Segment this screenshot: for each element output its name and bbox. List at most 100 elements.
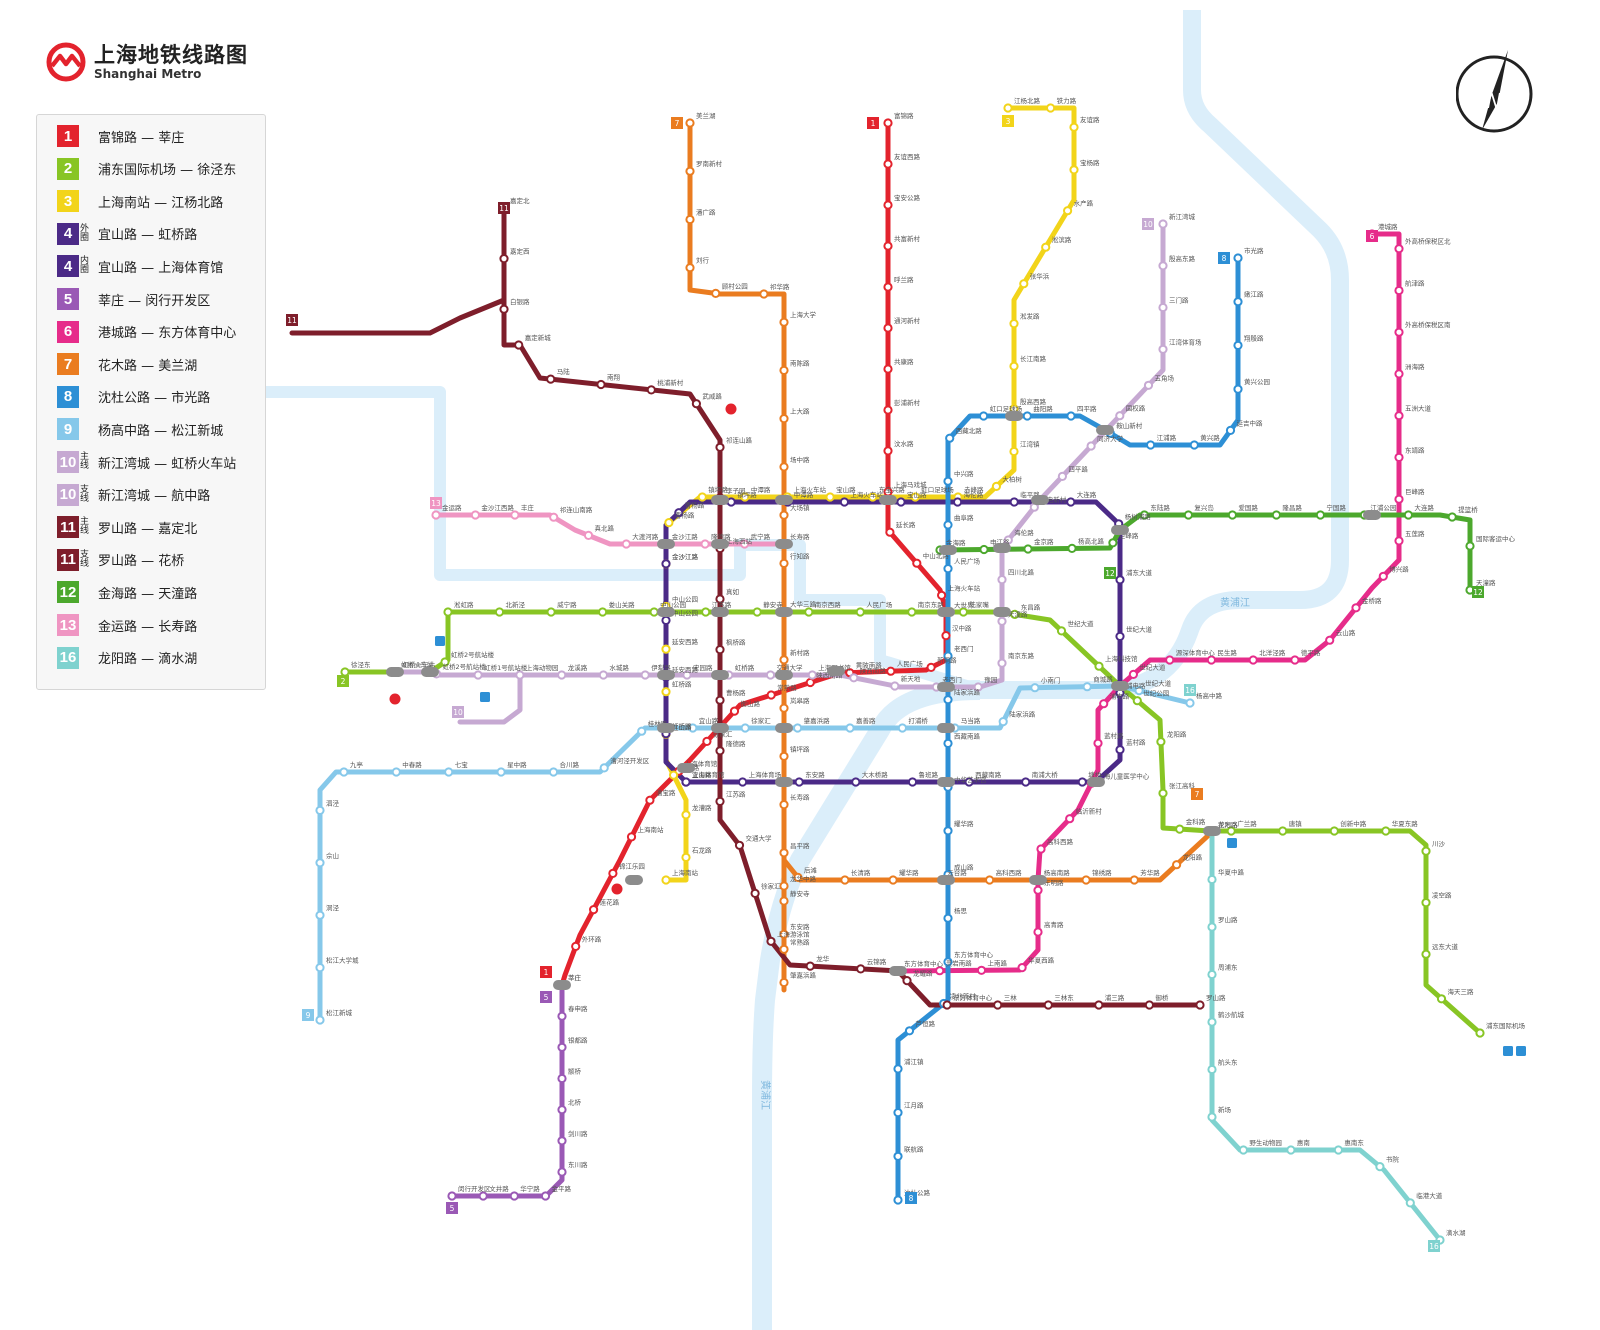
station-marker[interactable] <box>943 738 953 749</box>
station-marker[interactable] <box>583 530 594 541</box>
interchange-station-icon[interactable] <box>657 539 675 549</box>
station-marker[interactable] <box>779 655 789 665</box>
station-marker[interactable] <box>1009 361 1019 371</box>
station-marker[interactable] <box>979 411 989 421</box>
station-marker[interactable] <box>340 667 350 677</box>
station-marker[interactable] <box>1108 538 1118 548</box>
station-marker[interactable] <box>546 374 556 384</box>
station-marker[interactable] <box>315 858 325 868</box>
interchange-station-icon[interactable] <box>879 495 897 505</box>
station-marker[interactable] <box>1115 411 1125 421</box>
station-marker[interactable] <box>973 682 983 692</box>
station-marker[interactable] <box>840 875 850 885</box>
station-marker[interactable] <box>1225 425 1236 435</box>
station-marker[interactable] <box>1381 826 1391 836</box>
station-marker[interactable] <box>1019 279 1029 289</box>
interchange-station-icon[interactable] <box>711 607 729 617</box>
station-marker[interactable] <box>779 365 789 375</box>
station-marker[interactable] <box>1421 949 1431 959</box>
station-marker[interactable] <box>637 726 647 736</box>
station-marker[interactable] <box>440 657 450 667</box>
station-marker[interactable] <box>1207 969 1217 980</box>
station-marker[interactable] <box>1375 1162 1385 1172</box>
station-marker[interactable] <box>779 896 789 906</box>
station-marker[interactable] <box>548 767 559 777</box>
station-marker[interactable] <box>443 607 453 617</box>
station-marker[interactable] <box>1066 411 1076 421</box>
station-marker[interactable] <box>681 810 691 820</box>
station-marker[interactable] <box>1207 1064 1217 1075</box>
station-marker[interactable] <box>715 594 725 604</box>
station-marker[interactable] <box>953 497 963 507</box>
station-marker[interactable] <box>649 607 659 617</box>
station-marker[interactable] <box>943 564 953 574</box>
station-marker[interactable] <box>688 723 698 733</box>
station-marker[interactable] <box>1022 411 1032 421</box>
station-marker[interactable] <box>1394 494 1404 504</box>
station-marker[interactable] <box>1129 875 1139 885</box>
station-marker[interactable] <box>759 289 769 299</box>
station-marker[interactable] <box>1093 738 1103 748</box>
station-marker[interactable] <box>1189 440 1199 450</box>
station-marker[interactable] <box>997 616 1007 626</box>
station-marker[interactable] <box>1115 575 1125 585</box>
station-marker[interactable] <box>825 492 835 502</box>
interchange-station-icon[interactable] <box>939 545 957 555</box>
station-marker[interactable] <box>470 510 480 520</box>
station-marker[interactable] <box>557 1073 567 1084</box>
station-marker[interactable] <box>1128 669 1139 680</box>
station-marker[interactable] <box>991 481 1002 491</box>
station-marker[interactable] <box>851 777 861 787</box>
station-marker[interactable] <box>1156 737 1166 747</box>
interchange-station-icon[interactable] <box>711 495 729 505</box>
station-marker[interactable] <box>499 254 509 264</box>
interchange-station-icon[interactable] <box>1005 411 1023 421</box>
station-marker[interactable] <box>1271 510 1282 520</box>
station-marker[interactable] <box>1394 452 1404 462</box>
station-marker[interactable] <box>1158 302 1168 313</box>
station-marker[interactable] <box>1286 1145 1296 1155</box>
station-marker[interactable] <box>779 800 789 810</box>
station-marker[interactable] <box>779 929 789 939</box>
station-marker[interactable] <box>779 751 789 761</box>
interchange-station-icon[interactable] <box>711 539 729 549</box>
interchange-station-icon[interactable] <box>889 966 907 976</box>
station-marker[interactable] <box>1475 1028 1485 1038</box>
station-marker[interactable] <box>640 670 650 680</box>
station-marker[interactable] <box>1405 1198 1415 1208</box>
interchange-station-icon[interactable] <box>937 682 955 692</box>
station-marker[interactable] <box>1465 541 1475 551</box>
station-marker[interactable] <box>779 881 789 891</box>
station-marker[interactable] <box>1315 510 1326 520</box>
station-marker[interactable] <box>626 832 637 842</box>
station-marker[interactable] <box>661 687 671 697</box>
station-marker[interactable] <box>1046 103 1056 113</box>
station-marker[interactable] <box>1134 686 1144 696</box>
station-marker[interactable] <box>998 717 1008 727</box>
interchange-station-icon[interactable] <box>993 543 1011 553</box>
station-marker[interactable] <box>1139 510 1150 520</box>
station-marker[interactable] <box>893 1064 903 1074</box>
station-marker[interactable] <box>1033 885 1043 895</box>
station-marker[interactable] <box>885 527 895 537</box>
station-marker[interactable] <box>1009 446 1019 457</box>
station-marker[interactable] <box>937 590 947 600</box>
station-marker[interactable] <box>868 492 878 502</box>
station-marker[interactable] <box>1115 631 1125 642</box>
station-marker[interactable] <box>945 433 955 443</box>
station-marker[interactable] <box>549 512 559 522</box>
station-marker[interactable] <box>661 559 671 569</box>
station-marker[interactable] <box>571 941 581 952</box>
station-marker[interactable] <box>1099 699 1109 709</box>
station-marker[interactable] <box>1143 380 1154 390</box>
station-marker[interactable] <box>496 767 506 777</box>
station-marker[interactable] <box>589 905 599 915</box>
station-marker[interactable] <box>752 607 762 617</box>
station-marker[interactable] <box>1185 698 1195 708</box>
station-marker[interactable] <box>926 662 936 673</box>
station-marker[interactable] <box>661 615 671 626</box>
station-marker[interactable] <box>339 767 349 777</box>
station-marker[interactable] <box>805 677 815 688</box>
interchange-station-icon[interactable] <box>711 670 729 680</box>
station-marker[interactable] <box>1017 963 1027 973</box>
